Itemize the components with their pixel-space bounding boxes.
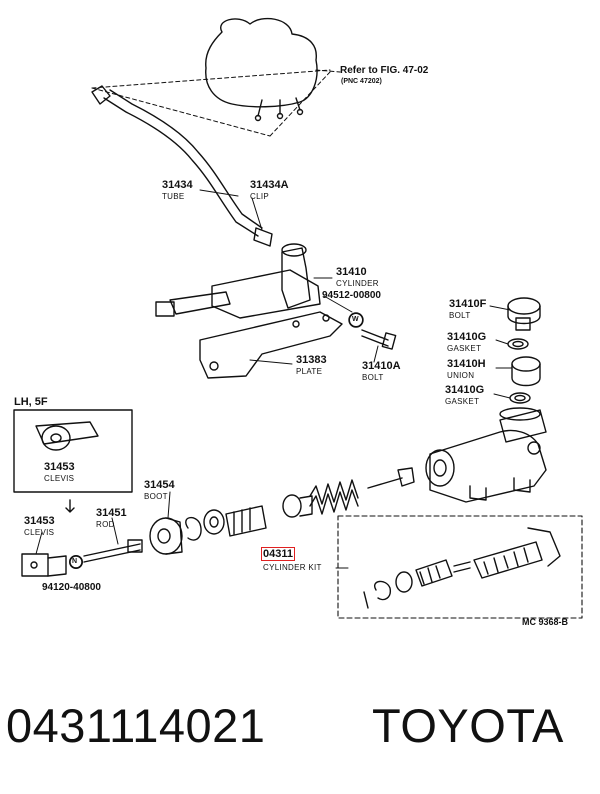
plate-part-number: 31383 (296, 354, 327, 366)
cylinder-drawing (155, 243, 343, 379)
bolt-f-part-number: 31410F (449, 298, 487, 310)
bolt-a-part-name: BOLT (362, 373, 384, 382)
cylinder-part-number: 31410 (336, 266, 367, 278)
inset-box (13, 409, 133, 513)
rod-part-number: 31451 (96, 507, 127, 519)
parts-diagram (13, 17, 583, 619)
tube-part-name: TUBE (162, 192, 185, 201)
tube-drawing (91, 85, 273, 247)
exploded-parts-drawing (21, 407, 547, 577)
union-stack-drawing (507, 297, 541, 404)
leader-lines (35, 189, 513, 569)
union-h-part-number: 31410H (447, 358, 486, 370)
boot-part-name: BOOT (144, 492, 168, 501)
clevis-part-number: 31453 (24, 515, 55, 527)
cylinder-kit-part-name: CYLINDER KIT (263, 563, 322, 572)
refer-note-line2: (PNC 47202) (341, 78, 382, 85)
gasket-g1-part-name: GASKET (447, 344, 482, 353)
cylinder-kit-part-number: 04311 (261, 547, 295, 561)
reservoir-outline (205, 17, 318, 122)
clevis-lh-part-name: CLEVIS (44, 474, 75, 483)
footer-part-number: 0431114021 (6, 699, 266, 752)
boot-part-number: 31454 (144, 479, 175, 491)
plate-part-name: PLATE (296, 367, 323, 376)
cylinder-kit-box (337, 515, 583, 619)
clevis-part-name: CLEVIS (24, 528, 55, 537)
nut-part-number: 94120-40800 (42, 582, 101, 593)
clevis-lh-part-number: 31453 (44, 461, 75, 473)
nut-marker-n: N (72, 558, 78, 565)
rod-part-name: ROD (96, 520, 115, 529)
tube-part-number: 31434 (162, 179, 193, 191)
union-h-part-name: UNION (447, 371, 475, 380)
refer-note-line1: Refer to FIG. 47-02 (340, 65, 429, 76)
cylinder-kit-highlight: 04311 (261, 547, 295, 561)
gasket-g2-part-name: GASKET (445, 397, 480, 406)
washer-bolt-part-number: 94512-00800 (322, 290, 381, 301)
clip-part-number: 31434A (250, 179, 289, 191)
gasket-g1-part-number: 31410G (447, 331, 487, 343)
inset-label: LH, 5F (14, 396, 48, 408)
cylinder-part-name: CYLINDER (336, 279, 379, 288)
clip-part-name: CLIP (250, 192, 269, 201)
figure-code: MC 9368-B (522, 617, 569, 627)
footer-brand: TOYOTA (372, 699, 564, 752)
gasket-g2-part-number: 31410G (445, 384, 485, 396)
bolt-a-part-number: 31410A (362, 360, 401, 372)
reference-dash-lines (91, 69, 341, 137)
bolt-f-part-name: BOLT (449, 311, 471, 320)
washer-marker-w: W (352, 316, 359, 323)
